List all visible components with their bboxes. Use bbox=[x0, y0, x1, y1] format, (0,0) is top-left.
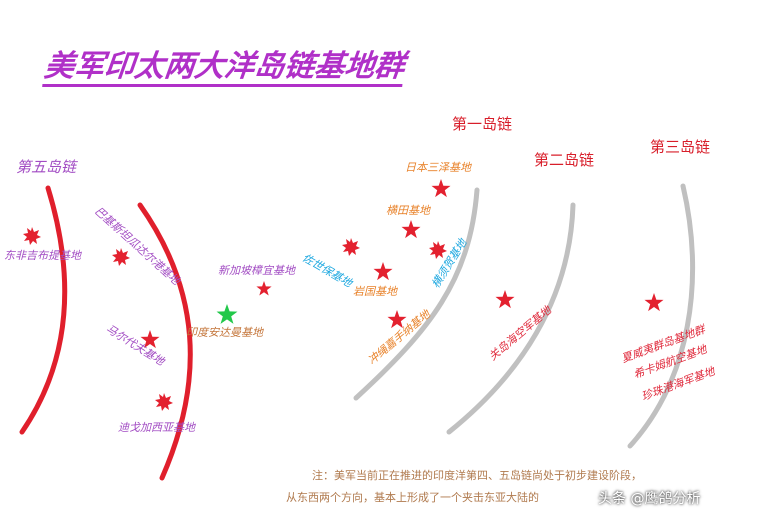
third-chain-label: 第三岛链 bbox=[650, 138, 711, 156]
map-title: 美军印太两大洋岛链基地群 bbox=[42, 49, 406, 87]
note-line-1: 注：美军当前正在推进的印度洋第四、五岛链尚处于初步建设阶段， bbox=[312, 469, 642, 482]
watermark: 头条 @鹰鸽分析 bbox=[598, 491, 701, 507]
third-chain-line bbox=[627, 183, 696, 449]
iwakuni-marker-icon bbox=[373, 262, 393, 281]
second-chain-label: 第二岛链 bbox=[534, 151, 595, 169]
first-chain-label: 第一岛链 bbox=[452, 115, 513, 133]
hawaii-marker-icon bbox=[644, 293, 664, 312]
sasebo-marker-icon bbox=[342, 238, 360, 256]
singapore-marker-icon bbox=[256, 281, 272, 296]
misawa-marker-icon bbox=[431, 179, 451, 198]
second-chain-line bbox=[446, 202, 576, 435]
note-line-2: 从东西两个方向，基本上形成了一个夹击东亚大陆的 bbox=[286, 491, 539, 504]
diego-garcia-marker-icon bbox=[155, 393, 173, 411]
singapore-label: 新加坡樟宜基地 bbox=[218, 264, 295, 277]
first-chain-line bbox=[353, 187, 480, 401]
andaman-label: 印度安达曼基地 bbox=[186, 326, 263, 339]
iwakuni-label: 岩国基地 bbox=[353, 285, 397, 298]
yokota-marker-icon bbox=[401, 220, 421, 239]
andaman-marker-icon bbox=[216, 304, 238, 324]
fifth-chain-label: 第五岛链 bbox=[16, 158, 77, 176]
gwadar-marker-icon bbox=[112, 248, 130, 266]
diego-garcia-label: 迪戈加西亚基地 bbox=[118, 421, 195, 434]
misawa-label: 日本三泽基地 bbox=[405, 161, 471, 174]
djibouti-marker-icon bbox=[23, 227, 41, 245]
yokota-label: 横田基地 bbox=[386, 204, 430, 217]
yokosuka-marker-icon bbox=[429, 241, 447, 259]
fifth-chain-line bbox=[19, 185, 68, 435]
guam-marker-icon bbox=[495, 290, 515, 309]
fourth-chain-line bbox=[137, 202, 193, 481]
djibouti-label: 东非吉布提基地 bbox=[4, 249, 81, 262]
